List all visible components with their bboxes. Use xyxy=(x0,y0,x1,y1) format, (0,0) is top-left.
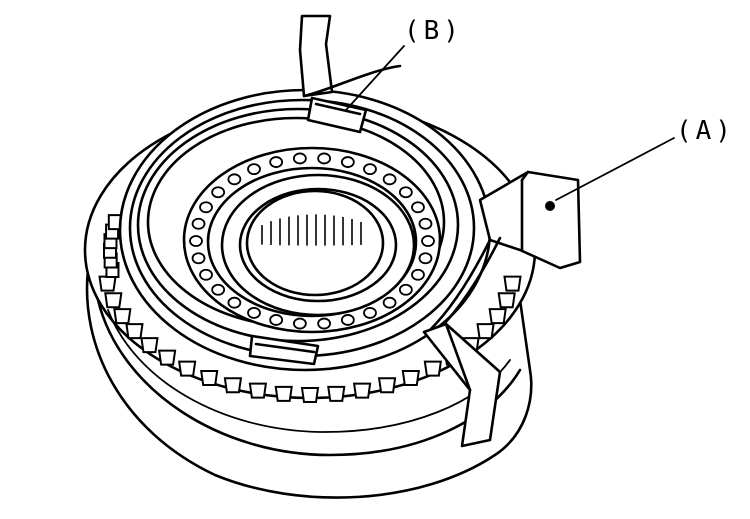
bearing-roller xyxy=(382,296,397,309)
bearing-roller xyxy=(191,252,206,265)
gear-tooth xyxy=(327,385,346,402)
gear-tooth xyxy=(497,292,516,309)
bearing-roller xyxy=(418,217,433,230)
gear-tooth xyxy=(274,385,293,402)
bearing-roller xyxy=(382,173,397,186)
sleeve-ring-3 xyxy=(136,107,460,343)
bearing-roller xyxy=(411,201,425,214)
hub-splines xyxy=(261,214,362,246)
gear-tooth xyxy=(488,308,507,325)
bearing-roller xyxy=(418,252,433,265)
bearing-roller xyxy=(227,296,242,309)
bearing-roller xyxy=(247,163,261,176)
label-b: (B) xyxy=(404,16,463,46)
bearing-roller xyxy=(211,283,226,296)
shift-key-bottom xyxy=(248,334,320,366)
bearing-roller xyxy=(340,314,355,326)
bearing-roller xyxy=(269,314,284,326)
spring-lever xyxy=(478,170,582,270)
bearing-roller xyxy=(227,173,242,186)
bearing-roller xyxy=(363,163,377,176)
gear-tooth xyxy=(157,349,177,366)
gear-tooth xyxy=(248,382,268,399)
leader-a xyxy=(555,137,675,201)
hub-bore xyxy=(245,189,385,297)
bearing-roller xyxy=(398,186,413,199)
gear-tooth xyxy=(140,337,159,354)
gear-tooth xyxy=(476,323,495,340)
gear-rim-inner xyxy=(107,309,511,433)
hub xyxy=(220,173,416,317)
gear-tooth xyxy=(352,382,372,399)
spring-tab-top xyxy=(298,14,402,98)
hub-inner-ring xyxy=(238,187,398,303)
bearing-roller xyxy=(199,268,213,281)
bearing-roller xyxy=(247,306,261,319)
bearing-roller xyxy=(292,152,307,165)
bearing-roller xyxy=(398,283,413,296)
bearing-roller xyxy=(317,317,332,330)
gear-tooth xyxy=(104,292,123,309)
gear-tooth xyxy=(98,275,117,292)
gear-tooth xyxy=(200,369,219,386)
bearing-roller xyxy=(317,152,332,165)
synchronizer-spring xyxy=(422,170,582,448)
bearing-roller xyxy=(189,235,203,247)
gear-tooth xyxy=(177,360,197,377)
gear-tooth xyxy=(423,360,443,377)
bearing-roller xyxy=(199,201,213,214)
bearing-roller xyxy=(211,186,226,199)
gear-tooth xyxy=(125,323,144,340)
leader-lines xyxy=(345,45,675,201)
gear-tooth xyxy=(223,377,243,394)
bearing-roller xyxy=(421,235,435,247)
leader-b xyxy=(345,45,405,111)
shift-key-top xyxy=(306,96,368,134)
gear-tooth xyxy=(113,308,132,325)
bearing-roller xyxy=(340,156,355,168)
gear-tooth xyxy=(300,387,320,403)
bearing-rollers xyxy=(189,152,435,330)
gear-tooth xyxy=(503,275,522,292)
bearing-roller xyxy=(191,217,206,230)
bearing-roller xyxy=(411,268,425,281)
gear-tooth xyxy=(401,369,420,386)
label-a: (A) xyxy=(676,116,735,146)
bearing-roller xyxy=(292,317,307,330)
gear-tooth xyxy=(377,377,397,394)
bearing-roller xyxy=(363,306,377,319)
bearing-roller xyxy=(269,156,284,168)
